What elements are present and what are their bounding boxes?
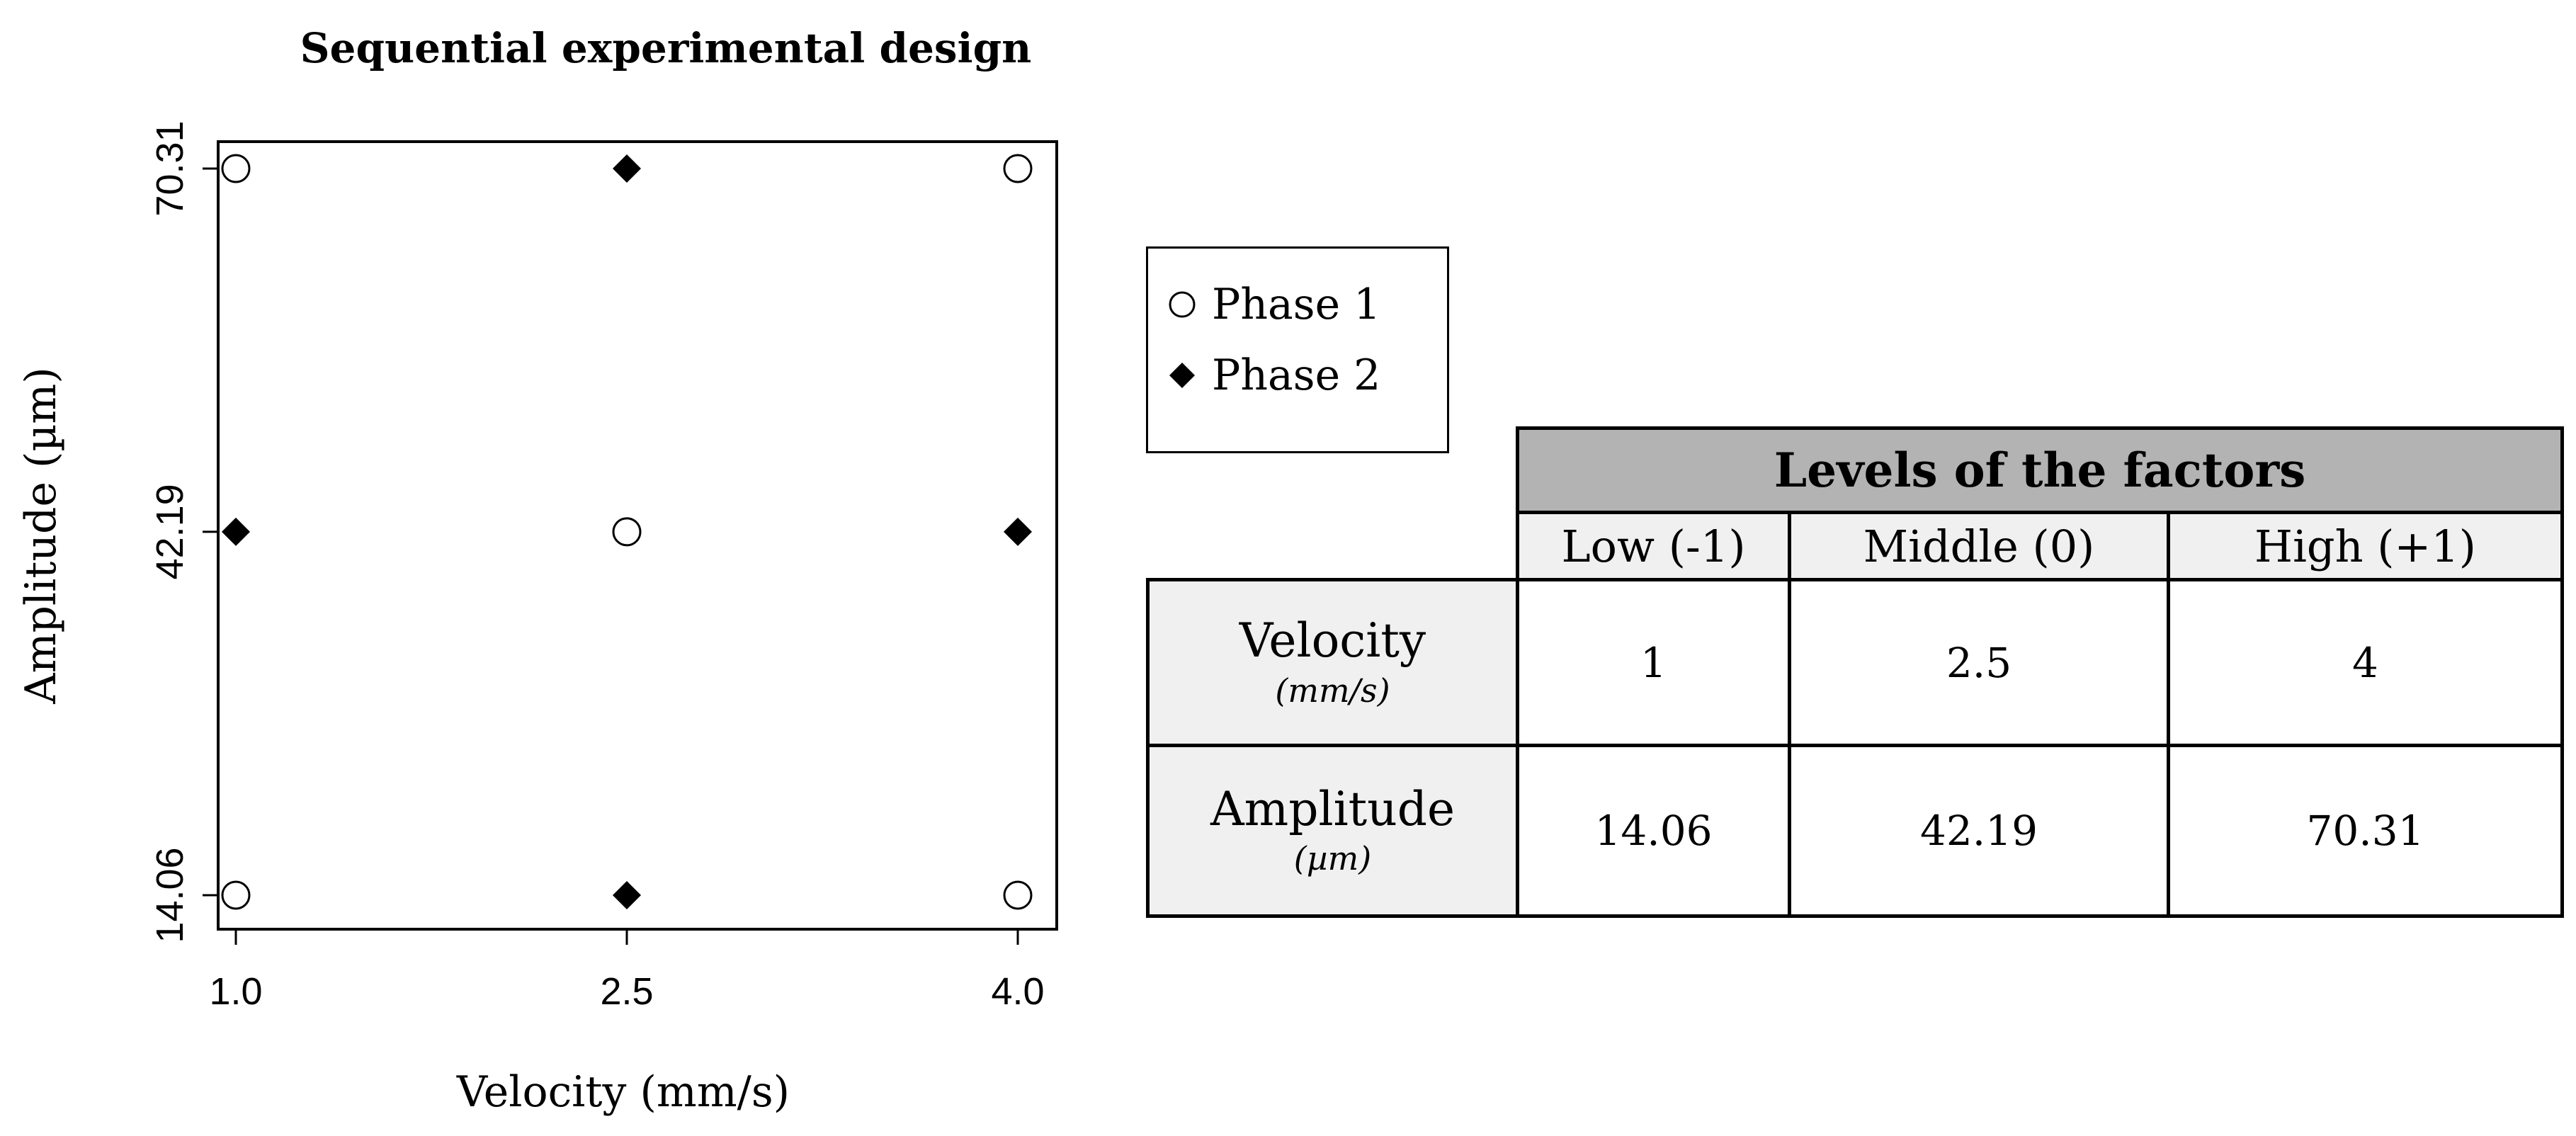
data-points	[221, 154, 1033, 910]
x-tick-label: 4.0	[991, 970, 1044, 1013]
legend-label-phase-1: Phase 1	[1212, 280, 1381, 329]
table-cell: 1	[1516, 578, 1791, 747]
x-axis-label: Velocity (mm/s)	[456, 1067, 790, 1117]
table-cell: 70.31	[2167, 744, 2564, 918]
phase-1-point	[221, 154, 251, 183]
row-header-amplitude: Amplitude (µm)	[1146, 744, 1519, 918]
row-unit: (µm)	[1293, 839, 1372, 878]
phase-1-point	[221, 880, 251, 910]
table-cell: 2.5	[1788, 578, 2170, 747]
row-name: Velocity	[1239, 613, 1426, 669]
y-tick-label: 70.31	[149, 120, 191, 216]
phase-1-point	[1003, 880, 1033, 910]
phase-1-point	[612, 517, 642, 547]
scatter-plot: Sequential experimental design 1.0 2.5 4.0…	[16, 24, 1058, 1117]
row-header-velocity: Velocity (mm/s)	[1146, 578, 1519, 747]
chart-legend: Phase 1 Phase 2	[1146, 246, 1449, 453]
filled-diamond-icon	[1169, 363, 1195, 388]
table-cell: 4	[2167, 578, 2564, 747]
plot-frame	[217, 140, 1058, 931]
legend-label-phase-2: Phase 2	[1212, 351, 1381, 400]
row-name: Amplitude	[1210, 781, 1456, 836]
column-header-low: Low (-1)	[1516, 511, 1791, 581]
y-axis-label: Amplitude (µm)	[16, 367, 66, 704]
table-cell: 14.06	[1516, 744, 1791, 918]
phase-2-point	[613, 154, 641, 183]
y-tick-label: 14.06	[149, 847, 191, 943]
legend-item-phase-1: Phase 1	[1167, 280, 1380, 329]
y-tick-label: 42.19	[149, 484, 191, 579]
x-axis: 1.0 2.5 4.0	[209, 929, 1045, 1013]
chart-title: Sequential experimental design	[300, 24, 1032, 72]
table-cell: 42.19	[1788, 744, 2170, 918]
row-unit: (mm/s)	[1275, 671, 1390, 710]
x-tick-label: 1.0	[209, 970, 262, 1013]
phase-2-point	[1004, 517, 1032, 546]
phase-2-point	[613, 881, 641, 909]
y-axis: 14.06 42.19 70.31	[149, 120, 218, 943]
phase-1-point	[1003, 154, 1033, 183]
open-circle-icon	[1169, 291, 1196, 318]
phase-2-point	[222, 517, 250, 546]
column-header-middle: Middle (0)	[1788, 511, 2170, 581]
column-header-high: High (+1)	[2167, 511, 2564, 581]
table-title: Levels of the factors	[1516, 426, 2564, 514]
x-tick-label: 2.5	[600, 970, 653, 1013]
legend-item-phase-2: Phase 2	[1167, 351, 1380, 400]
